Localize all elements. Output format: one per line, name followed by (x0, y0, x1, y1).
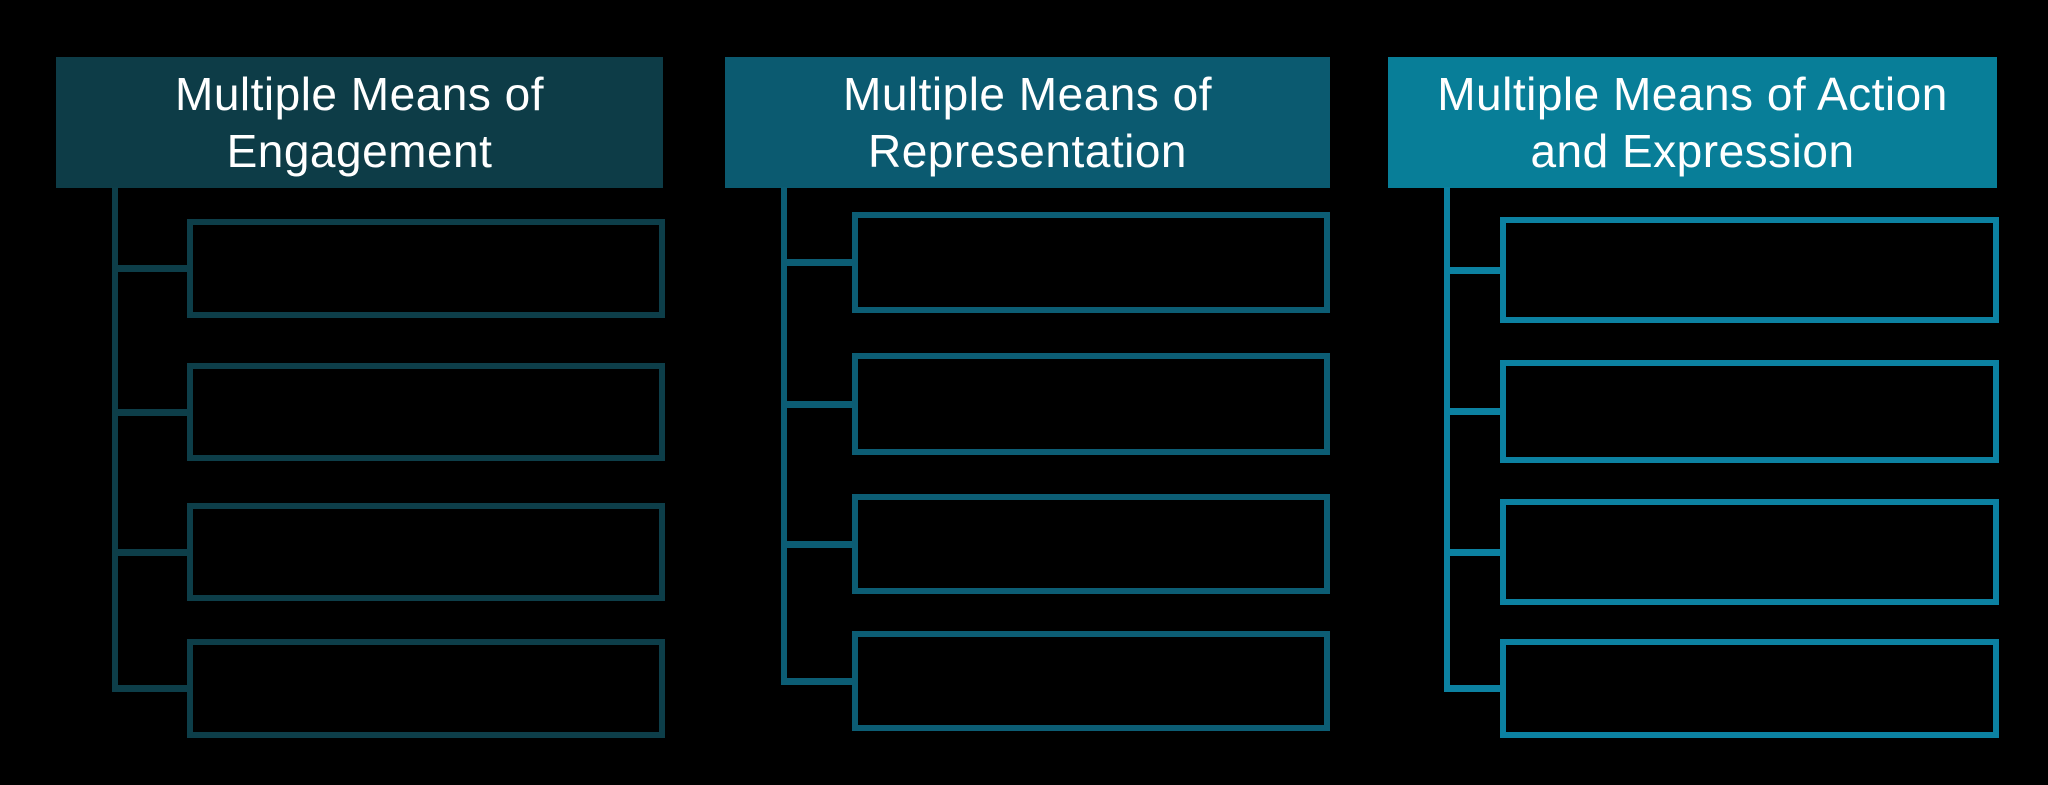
item-box (1500, 639, 1999, 738)
connector-stub (781, 259, 852, 266)
item-box (187, 219, 665, 318)
connector-stub (1444, 408, 1500, 415)
header-engagement: Multiple Means of Engagement (56, 57, 663, 188)
item-box (852, 631, 1330, 731)
vertical-connector (781, 187, 787, 685)
item-box (1500, 360, 1999, 463)
item-box (852, 494, 1330, 594)
item-box (852, 212, 1330, 313)
connector-stub (112, 265, 187, 272)
connector-stub (781, 401, 852, 408)
header-line: Engagement (226, 124, 493, 177)
header-line: Representation (868, 124, 1187, 177)
connector-stub (112, 685, 187, 692)
header-action-expression: Multiple Means of Action and Expression (1388, 57, 1997, 188)
header-representation: Multiple Means of Representation (725, 57, 1330, 188)
connector-stub (1444, 685, 1500, 692)
item-box (187, 363, 665, 461)
header-line: Multiple Means of Action (1437, 67, 1948, 120)
connector-stub (781, 678, 852, 685)
connector-stub (781, 541, 852, 548)
header-line: and Expression (1530, 124, 1855, 177)
item-box (1500, 217, 1999, 323)
header-line: Multiple Means of (843, 67, 1212, 120)
vertical-connector (112, 187, 118, 692)
connector-stub (1444, 267, 1500, 274)
item-box (187, 639, 665, 738)
connector-stub (1444, 549, 1500, 556)
vertical-connector (1444, 187, 1450, 692)
connector-stub (112, 549, 187, 556)
header-line: Multiple Means of (175, 67, 544, 120)
item-box (187, 503, 665, 601)
item-box (1500, 499, 1999, 605)
connector-stub (112, 409, 187, 416)
item-box (852, 353, 1330, 455)
